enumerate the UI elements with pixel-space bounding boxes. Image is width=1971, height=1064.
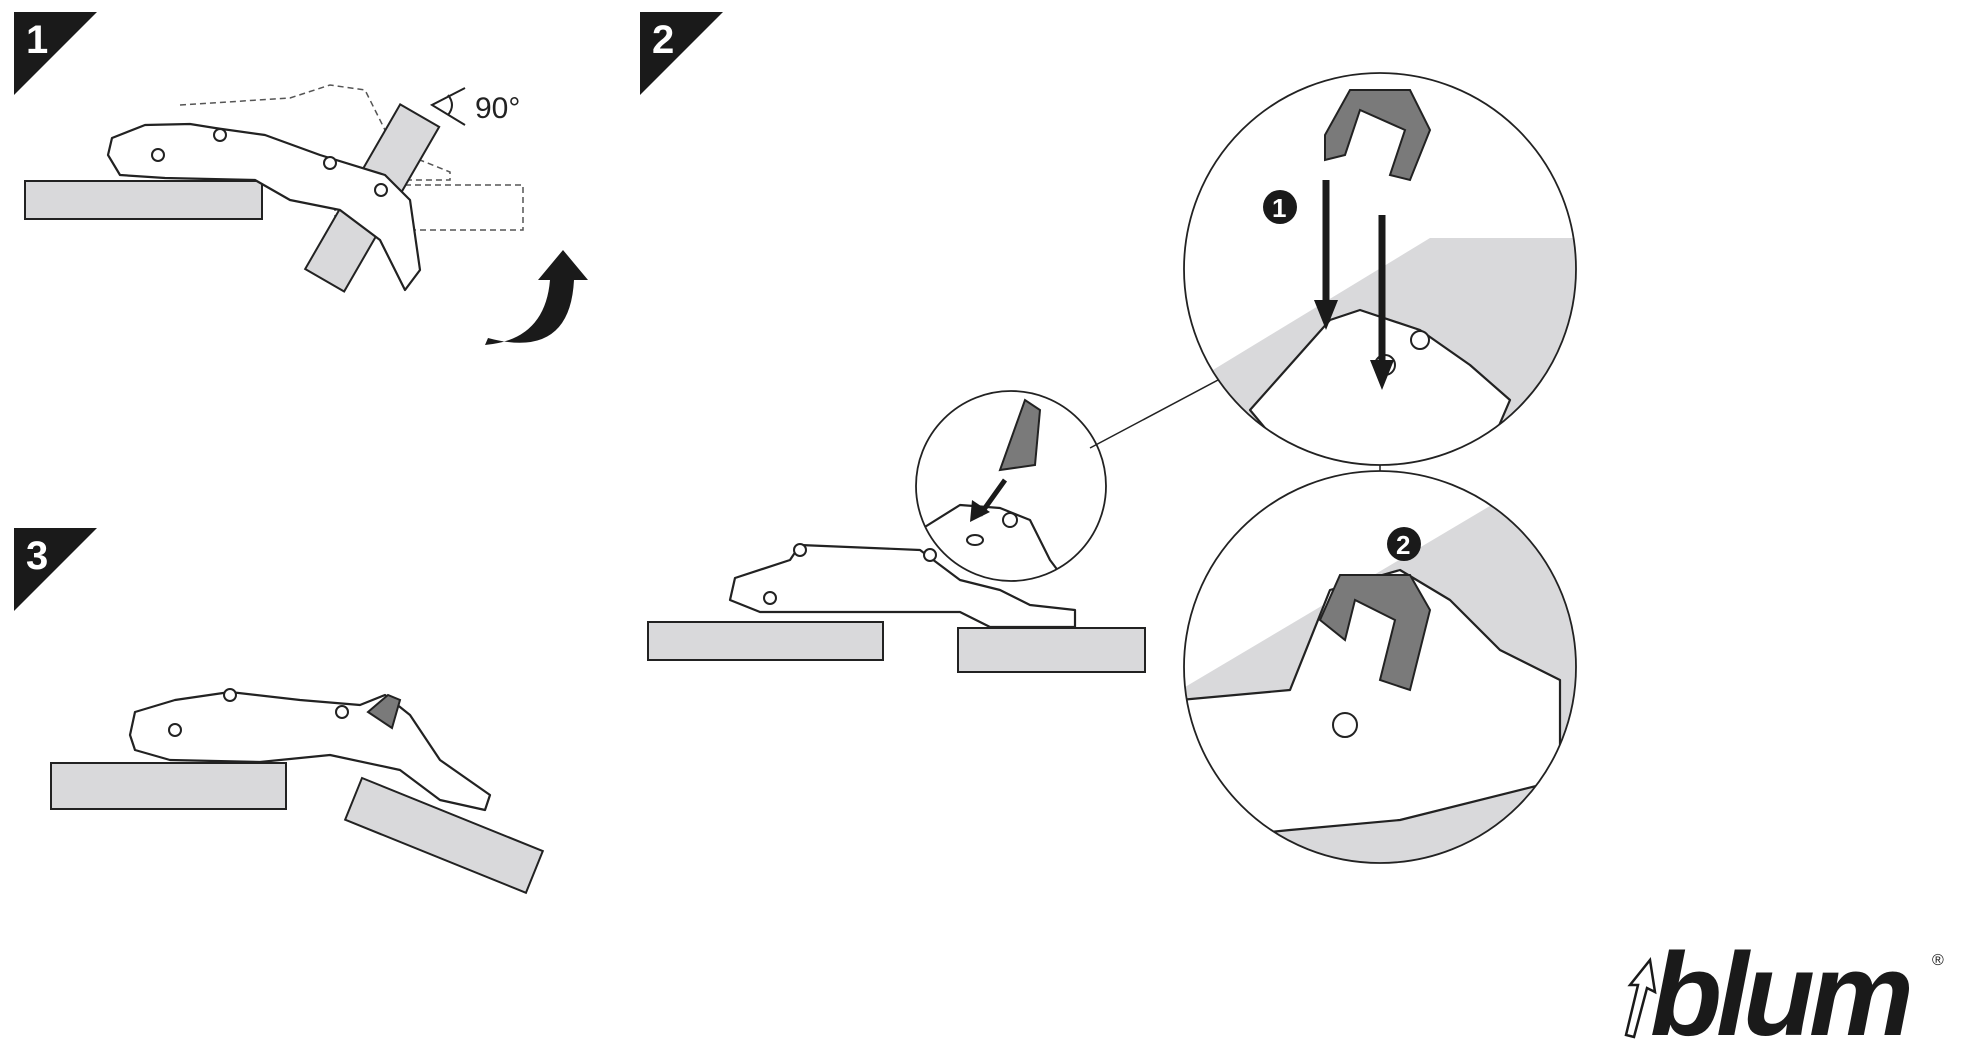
step-2-badge: 2 <box>640 12 723 95</box>
down-arrow-icon <box>1314 300 1338 330</box>
view-angle-icon <box>429 87 466 126</box>
clip-part <box>1318 574 1432 692</box>
step-3-illustration <box>50 688 545 895</box>
detail-circle-top: 1 <box>1183 72 1577 466</box>
logo-arrow-icon <box>1624 957 1657 1039</box>
callout-1-number: 1 <box>1272 193 1286 223</box>
door-panel <box>343 776 545 895</box>
registered-mark: ® <box>1932 952 1944 969</box>
blum-logo: blum ® <box>1624 929 1944 1061</box>
callout-2-badge <box>1387 527 1421 561</box>
angle-label: 90° <box>475 92 520 125</box>
clip-part <box>366 693 402 730</box>
rotate-arrow-icon <box>485 250 588 345</box>
cabinet-side-panel <box>50 762 287 810</box>
detail-circle-small <box>915 390 1107 582</box>
clip-part <box>1324 89 1432 182</box>
callout-1-badge <box>1263 190 1297 224</box>
step-2-number: 2 <box>652 18 674 62</box>
step-1-illustration: 90° <box>24 84 588 345</box>
clip-part <box>998 398 1042 472</box>
step-3-badge: 3 <box>14 528 97 611</box>
hinge <box>128 690 492 812</box>
down-arrow-icon <box>1370 360 1394 390</box>
logo-wordmark: blum <box>1650 929 1910 1061</box>
hinge-ghost <box>179 84 451 181</box>
step-1-badge: 1 <box>14 12 97 95</box>
cabinet-side-panel <box>24 180 263 220</box>
step-2-illustration: 1 2 <box>647 72 1577 864</box>
insert-arrow-icon <box>970 500 990 522</box>
callout-2-number: 2 <box>1396 530 1410 560</box>
cabinet-side-panel <box>647 621 884 661</box>
step-1-number: 1 <box>26 18 48 62</box>
door-panel <box>957 627 1146 673</box>
hinge <box>728 543 1077 629</box>
step-3-number: 3 <box>26 534 48 578</box>
detail-circle-bottom: 2 <box>1183 470 1577 864</box>
hinge <box>106 122 422 292</box>
